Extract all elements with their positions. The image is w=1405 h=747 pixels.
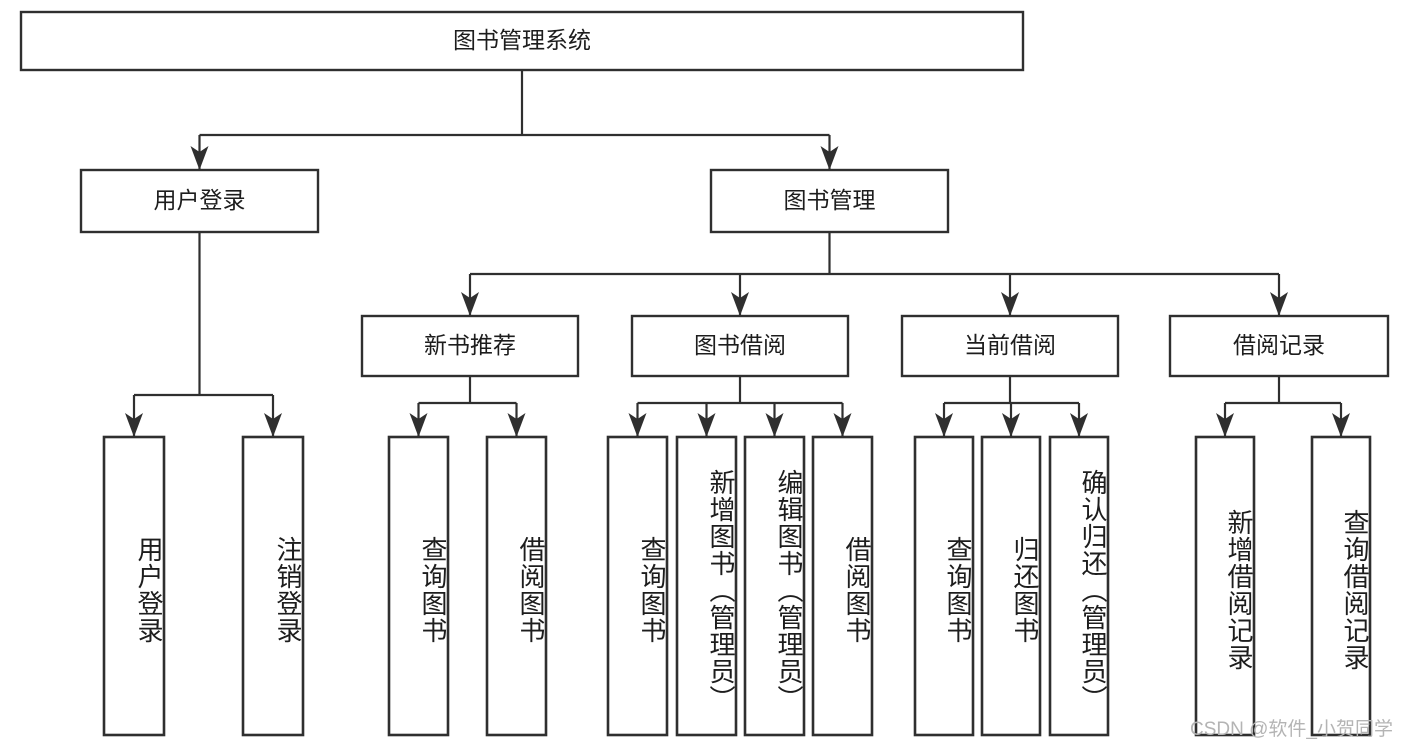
node-label-root: 图书管理系统 [453,27,591,53]
node-current-borrow[interactable] [900,314,1120,378]
node-leaf-borrow-query-book[interactable] [606,435,669,737]
borrow-record-arrow-0 [1216,413,1234,437]
node-label-borrow-record: 借阅记录 [1233,332,1325,358]
book-manage-arrow-3 [1270,292,1288,316]
book-borrow-arrow-2 [765,413,784,437]
node-leaf-borrow-add-book[interactable] [675,435,738,737]
node-book-borrow[interactable] [630,314,850,378]
node-leaf-rec-add-record[interactable] [1194,435,1256,737]
node-leaf-user-logout[interactable] [241,435,305,737]
csdn-watermark: CSDN @软件_小贺同学 [1190,719,1393,740]
node-root[interactable] [19,10,1025,72]
borrow-record-arrow-1 [1332,413,1350,437]
node-label-user-login: 用户登录 [154,187,246,213]
node-leaf-rec-query-book[interactable] [387,435,450,737]
root-arrow-0 [190,146,209,170]
node-borrow-record[interactable] [1168,314,1390,378]
node-label-current-borrow: 当前借阅 [964,332,1056,358]
node-leaf-cur-query-book[interactable] [913,435,975,737]
node-leaf-cur-confirm-return[interactable] [1048,435,1110,737]
book-borrow-arrow-0 [628,413,647,437]
root-arrow-1 [820,146,839,170]
current-borrow-arrow-2 [1070,413,1088,437]
book-borrow-arrow-3 [833,413,852,437]
current-borrow-arrow-0 [935,413,953,437]
node-leaf-borrow-lend-book[interactable] [811,435,874,737]
user-login-arrow-1 [264,413,282,437]
book-borrow-arrow-1 [697,413,716,437]
node-new-book-rec[interactable] [360,314,580,378]
book-manage-arrow-1 [731,292,749,316]
node-user-login[interactable] [79,168,320,234]
user-login-arrow-0 [125,413,143,437]
node-label-book-borrow: 图书借阅 [694,332,786,358]
edges-layer [125,70,1350,437]
node-leaf-rec-query-record[interactable] [1310,435,1372,737]
node-leaf-borrow-edit-book[interactable] [743,435,806,737]
node-label-new-book-rec: 新书推荐 [424,332,516,358]
node-leaf-user-login[interactable] [102,435,166,737]
book-manage-arrow-2 [1001,292,1019,316]
new-book-rec-arrow-0 [409,413,428,437]
node-label-book-manage: 图书管理 [784,187,876,213]
current-borrow-arrow-1 [1002,413,1020,437]
node-leaf-cur-return-book[interactable] [980,435,1042,737]
book-manage-arrow-0 [461,292,479,316]
node-leaf-rec-borrow-book[interactable] [485,435,548,737]
new-book-rec-arrow-1 [507,413,526,437]
node-book-manage[interactable] [709,168,950,234]
boxes-layer [19,10,1390,737]
